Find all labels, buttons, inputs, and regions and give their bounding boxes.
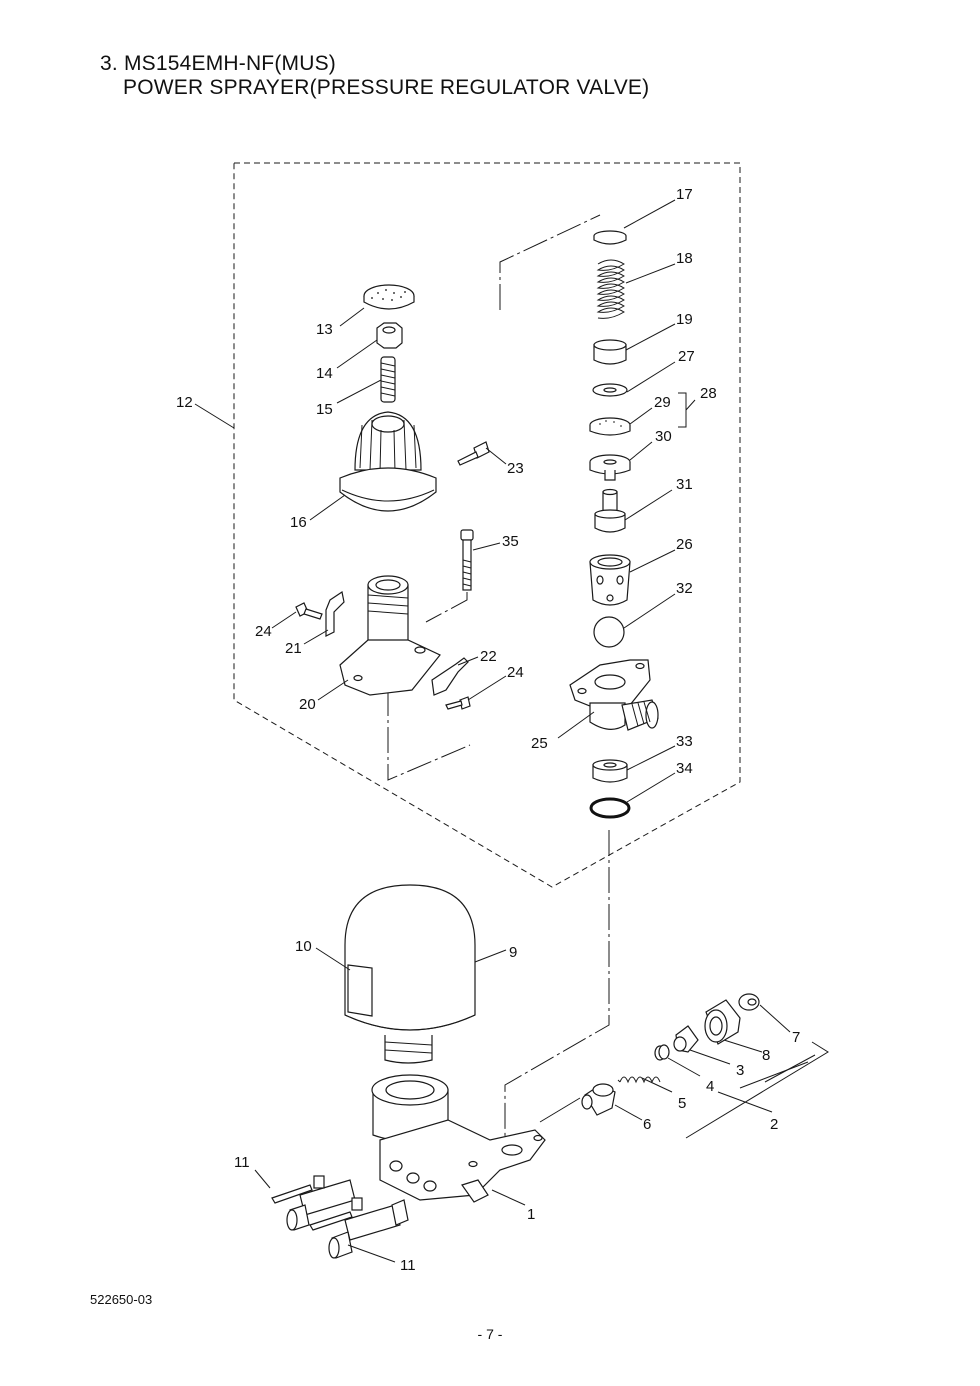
callout-16: 16 xyxy=(290,514,307,531)
callout-13: 13 xyxy=(316,321,333,338)
callout-1: 1 xyxy=(527,1206,535,1223)
leader-lines xyxy=(194,199,829,1263)
callout-32: 32 xyxy=(676,580,693,597)
part-16-regulator-cover xyxy=(339,411,437,512)
centerline-to-body xyxy=(504,830,610,1145)
callout-33: 33 xyxy=(676,733,693,750)
part-23-screw xyxy=(457,441,490,466)
callout-11-upper: 11 xyxy=(234,1154,250,1171)
page-title-assembly: POWER SPRAYER(PRESSURE REGULATOR VALVE) xyxy=(123,76,650,99)
part-13-filter-cap xyxy=(363,284,415,310)
part-15-stud xyxy=(380,356,396,403)
assembly-12-boundary xyxy=(233,162,741,888)
callout-11-lower: 11 xyxy=(400,1257,416,1274)
callout-22: 22 xyxy=(480,648,497,665)
callout-18: 18 xyxy=(676,250,693,267)
page-title-model: 3. MS154EMH-NF(MUS) xyxy=(100,52,336,75)
part-17-cap-disk xyxy=(593,230,627,245)
callout-31: 31 xyxy=(676,476,693,493)
callout-12: 12 xyxy=(176,394,193,411)
page-number: - 7 - xyxy=(477,1326,503,1342)
centerline-valve-stack xyxy=(499,214,601,310)
part-19-spring-seat xyxy=(593,339,627,365)
callout-4: 4 xyxy=(706,1078,714,1095)
part-24-screw-right xyxy=(445,696,471,710)
callout-6: 6 xyxy=(643,1116,651,1133)
callout-28: 28 xyxy=(700,385,717,402)
part-26-valve-sleeve xyxy=(589,554,631,606)
part-14-nut xyxy=(376,322,403,349)
callout-9: 9 xyxy=(509,944,517,961)
callout-19: 19 xyxy=(676,311,693,328)
callout-23: 23 xyxy=(507,460,524,477)
callout-10: 10 xyxy=(295,938,312,955)
part-11-ball-valve-lower xyxy=(309,1197,409,1259)
part-29-gasket xyxy=(589,417,631,436)
callout-34: 34 xyxy=(676,760,693,777)
callout-8: 8 xyxy=(762,1047,770,1064)
part-3-valve xyxy=(673,1025,699,1053)
callout-7: 7 xyxy=(792,1029,800,1046)
callout-24-right: 24 xyxy=(507,664,524,681)
part-4-seat xyxy=(654,1044,670,1061)
callout-27: 27 xyxy=(678,348,695,365)
part-21-bracket xyxy=(325,591,345,637)
part-33-bushing xyxy=(592,759,628,783)
callout-30: 30 xyxy=(655,428,672,445)
callout-3: 3 xyxy=(736,1062,744,1079)
part-6-fitting xyxy=(581,1083,616,1116)
part-11-ball-valve-upper xyxy=(271,1175,356,1231)
callout-24-left: 24 xyxy=(255,623,272,640)
document-code: 522650-03 xyxy=(90,1292,153,1307)
callout-21: 21 xyxy=(285,640,302,657)
part-31-valve-stem xyxy=(594,488,626,533)
callout-17: 17 xyxy=(676,186,693,203)
part-25-valve-housing xyxy=(569,659,659,731)
part-34-o-ring xyxy=(589,797,631,819)
centerline-screw-35 xyxy=(425,592,468,623)
part-7-washer xyxy=(738,993,760,1011)
callout-20: 20 xyxy=(299,696,316,713)
part-9-air-chamber xyxy=(344,884,476,1064)
callout-14: 14 xyxy=(316,365,333,382)
callout-25: 25 xyxy=(531,735,548,752)
callout-15: 15 xyxy=(316,401,333,418)
part-32-ball xyxy=(593,616,625,648)
callout-5: 5 xyxy=(678,1095,686,1112)
part-22-bracket xyxy=(431,657,469,696)
part-24-screw-left xyxy=(295,602,323,620)
centerline-base-20 xyxy=(387,690,471,781)
callout-2: 2 xyxy=(770,1116,778,1133)
part-10-label xyxy=(347,964,373,1017)
callout-26: 26 xyxy=(676,536,693,553)
callout-29: 29 xyxy=(654,394,671,411)
part-1-pump-body xyxy=(371,1074,546,1203)
callout-35: 35 xyxy=(502,533,519,550)
part-27-washer xyxy=(592,383,628,397)
part-18-spring xyxy=(596,259,625,319)
part-35-bolt xyxy=(460,529,474,591)
part-20-regulator-base xyxy=(339,575,441,696)
part-30-gasket xyxy=(589,454,631,481)
part-5-spring xyxy=(617,1076,661,1084)
part-8-cap-nut xyxy=(704,999,741,1045)
